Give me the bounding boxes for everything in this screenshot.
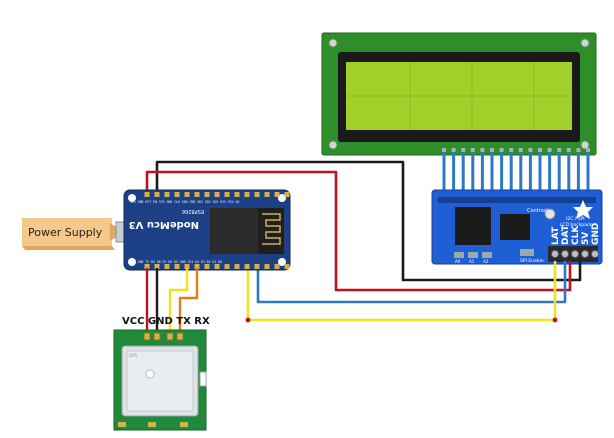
- gps-header-pin: [153, 332, 161, 341]
- nodemcu-top-pin: [194, 192, 200, 197]
- nodemcu-title: NodeMcu V3: [129, 219, 199, 230]
- nodemcu-bottom-pin: [174, 264, 180, 269]
- nodemcu-bottom-pin: [274, 264, 280, 269]
- lcd-header-pad: [586, 148, 590, 152]
- lcd-header-pad: [499, 148, 504, 152]
- nodemcu-bottom-pin-labels: 3V3 GND TX RX D8 D7 D6 D5 GND 3V3 D4 D3 …: [130, 260, 222, 264]
- gps-module: VCC GND TX RX GPS: [113, 316, 210, 431]
- nodemcu-top-pin: [254, 192, 260, 197]
- power-supply-tag: Power Supply: [22, 218, 131, 250]
- terminal-screw-icon: [550, 249, 560, 259]
- nodemcu-top-pin: [264, 192, 270, 197]
- wire-black-gnd: [155, 160, 582, 282]
- power-supply-label: Power Supply: [28, 226, 103, 239]
- backpack-pin-label: DAT: [561, 224, 571, 245]
- nodemcu-top-pin: [144, 192, 150, 197]
- gps-header-pin: [166, 332, 174, 341]
- lcd-header-pad: [518, 148, 523, 152]
- nodemcu-top-pin: [234, 192, 240, 197]
- terminal-screw-icon: [560, 249, 570, 259]
- lcd-header-pad: [566, 148, 571, 152]
- wire-blue-clk: [256, 260, 567, 304]
- lcd-header-pad: [557, 148, 562, 152]
- star-icon: [573, 200, 593, 219]
- wire-yellow-dat: [246, 260, 557, 322]
- lcd-header-pad: [490, 148, 494, 152]
- backpack-pin-label: LAT: [551, 226, 561, 245]
- contrast-pot-icon: [544, 208, 556, 220]
- wire-yellow-gps-rx: [168, 268, 189, 340]
- lcd-module: [321, 32, 597, 156]
- nodemcu-bottom-pin: [194, 264, 200, 269]
- gps-wires: [145, 268, 199, 340]
- wire-orange-gps-tx: [178, 268, 199, 340]
- nodemcu-bottom-pin: [164, 264, 170, 269]
- lcd-header-wires: [442, 148, 590, 192]
- backpack-pin-label: CLK: [571, 225, 581, 245]
- gps-pin-labels: VCC GND TX RX: [122, 316, 210, 327]
- nodemcu-top-pin: [164, 192, 170, 197]
- nodemcu-bottom-pin: [184, 264, 190, 269]
- terminal-screw-icon: [590, 249, 600, 259]
- lcd-header-pad: [480, 148, 485, 152]
- lcd-backpack-label: LCD backpack: [560, 222, 592, 228]
- nodemcu-top-pin-labels: Vin GND RST EN 3V3 GND CLK SD0 CMD SD1 S…: [130, 200, 239, 204]
- lcd-backpack: Contrast I2C / SPI LCD backpack SPI Enab…: [431, 189, 603, 265]
- terminal-screw-icon: [570, 249, 580, 259]
- nodemcu-top-pin: [224, 192, 230, 197]
- spi-enable-label: SPI Enable: [520, 258, 544, 264]
- nodemcu-top-pin: [204, 192, 210, 197]
- lcd-header-pad: [461, 148, 466, 152]
- wire-red-5v: [145, 170, 572, 292]
- backpack-chip: [455, 207, 491, 245]
- nodemcu-top-pin: [274, 192, 280, 197]
- backpack-pin-label: 5V: [581, 232, 591, 245]
- nodemcu-top-pin: [214, 192, 220, 197]
- lcd-header-pad: [470, 148, 475, 152]
- lcd-header-pad: [451, 148, 456, 152]
- nodemcu-bottom-pin: [144, 264, 150, 269]
- gps-chip-label: GPS: [129, 353, 138, 358]
- terminal-screw-icon: [580, 249, 590, 259]
- nodemcu-bottom-pin: [234, 264, 240, 269]
- esp-module: [210, 208, 258, 254]
- addr-a2-label: A2: [483, 259, 489, 264]
- lcd-header-pad: [547, 148, 552, 152]
- lcd-header-pad: [538, 148, 542, 152]
- addr-a0-label: A0: [455, 259, 461, 264]
- contrast-label: Contrast: [527, 208, 548, 214]
- nodemcu-bottom-pin: [284, 264, 290, 269]
- lcd-header-pad: [442, 148, 446, 152]
- lcd-header-pad: [576, 148, 581, 152]
- lcd-header-pad: [528, 148, 533, 152]
- nodemcu-top-pin: [244, 192, 250, 197]
- gps-header-pin: [143, 332, 151, 341]
- nodemcu-top-pin: [154, 192, 160, 197]
- nodemcu-top-pin: [174, 192, 180, 197]
- nodemcu-bottom-pin: [264, 264, 270, 269]
- nodemcu-top-pin: [184, 192, 190, 197]
- addr-a1-label: A1: [469, 259, 475, 264]
- nodemcu-bottom-pin: [204, 264, 210, 269]
- nodemcu-board: NodeMcu V3 ESP8266 Vin GND RST EN 3V3 GN…: [123, 189, 291, 271]
- nodemcu-bottom-pin: [154, 264, 160, 269]
- nodemcu-bottom-pin: [244, 264, 250, 269]
- i2c-spi-label: I2C / SPI: [566, 216, 585, 222]
- lcd-header-pad: [509, 148, 514, 152]
- nodemcu-bottom-pin: [214, 264, 220, 269]
- nodemcu-bottom-pin: [254, 264, 260, 269]
- nodemcu-sub: ESP8266: [182, 208, 204, 214]
- backpack-pin-label: GND: [591, 223, 601, 245]
- antenna-icon: [262, 213, 281, 245]
- nodemcu-bottom-pin: [224, 264, 230, 269]
- wires: [145, 160, 582, 323]
- gps-header-pin: [176, 332, 184, 341]
- nodemcu-top-pin: [284, 192, 290, 197]
